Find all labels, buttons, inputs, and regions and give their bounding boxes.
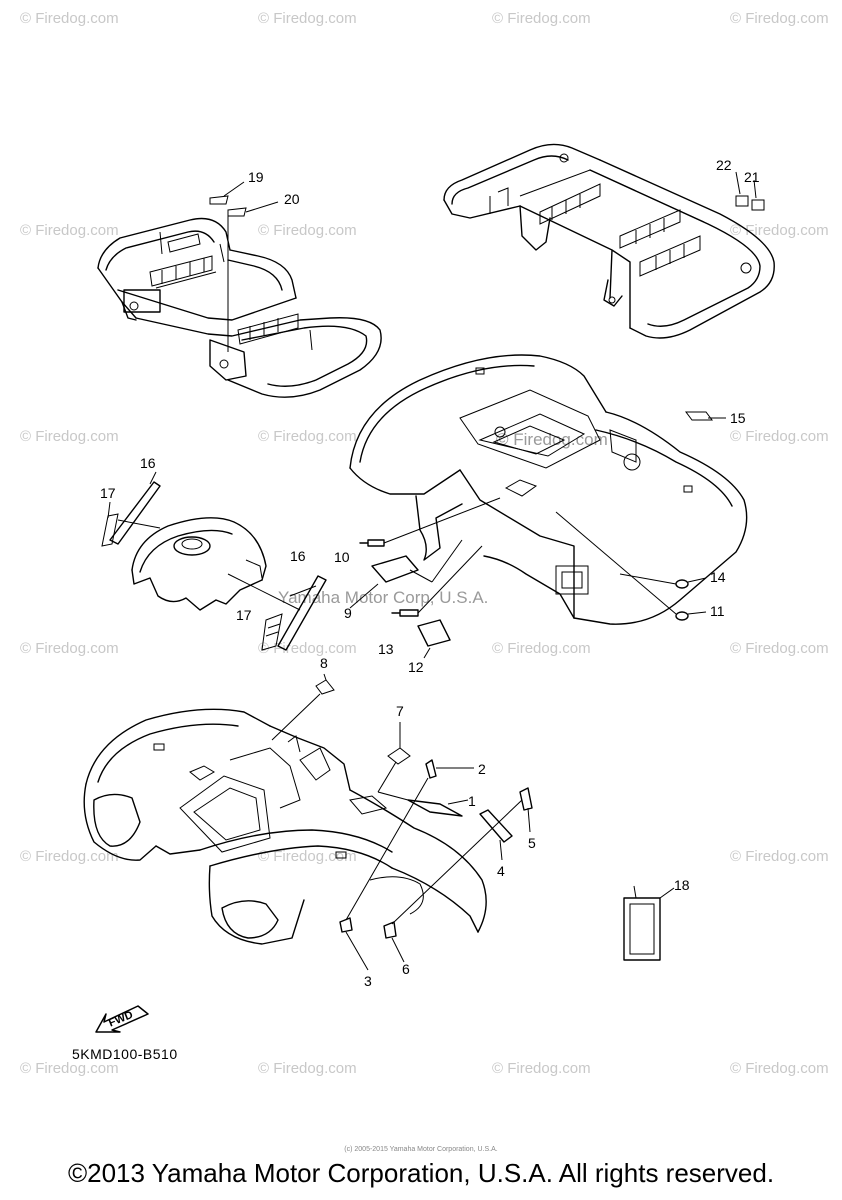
watermark: © Firedog.com: [20, 848, 119, 865]
watermark: © Firedog.com: [258, 428, 357, 445]
callout-18: 18: [674, 877, 690, 893]
callout-8: 8: [320, 655, 328, 671]
watermark: © Firedog.com: [258, 10, 357, 27]
mid-watermark: Yamaha Motor Corp, U.S.A.: [278, 588, 489, 607]
forward-arrow-icon: FWD: [92, 992, 156, 1045]
watermark: © Firedog.com: [258, 222, 357, 239]
callout-15: 15: [730, 410, 746, 426]
callout-16-upper: 16: [140, 455, 156, 471]
watermark: © Firedog.com: [730, 640, 829, 657]
watermark: © Firedog.com: [20, 1060, 119, 1077]
callout-3: 3: [364, 973, 372, 989]
rear-fender: [349, 354, 748, 625]
callout-13: 13: [378, 641, 394, 657]
diagram-code: 5KMD100-B510: [72, 1046, 178, 1062]
watermark: © Firedog.com: [258, 640, 357, 657]
tank-cover: [101, 471, 327, 651]
callout-20: 20: [284, 191, 300, 207]
watermark: © Firedog.com: [730, 428, 829, 445]
callout-21: 21: [744, 169, 760, 185]
rear-carrier-rack: [443, 143, 775, 339]
callout-11: 11: [710, 603, 725, 619]
watermark: © Firedog.com: [258, 848, 357, 865]
callout-17-upper: 17: [100, 485, 116, 501]
callout-1: 1: [468, 793, 476, 809]
callout-17-lower: 17: [236, 607, 252, 623]
watermark: © Firedog.com: [730, 222, 829, 239]
callout-14: 14: [710, 569, 726, 585]
watermark: © Firedog.com: [492, 10, 591, 27]
small-hardware: [339, 497, 707, 971]
watermark: © Firedog.com: [730, 1060, 829, 1077]
callout-10: 10: [334, 549, 350, 565]
watermark: © Firedog.com: [492, 1060, 591, 1077]
watermark: © Firedog.com: [730, 10, 829, 27]
watermark: © Firedog.com: [492, 640, 591, 657]
watermark: © Firedog.com: [20, 10, 119, 27]
center-watermark: © Firedog.com: [496, 430, 608, 449]
copyright-footer: ©2013 Yamaha Motor Corporation, U.S.A. A…: [67, 1158, 775, 1188]
watermark: © Firedog.com: [20, 640, 119, 657]
watermark: © Firedog.com: [730, 848, 829, 865]
small-copyright: (c) 2005-2015 Yamaha Motor Corporation, …: [344, 1146, 498, 1153]
callout-19: 19: [248, 169, 264, 185]
callout-9: 9: [344, 605, 352, 621]
callout-6: 6: [402, 961, 410, 977]
watermark: © Firedog.com: [20, 222, 119, 239]
callout-22: 22: [716, 157, 732, 173]
callout-16-lower: 16: [290, 548, 306, 564]
callout-7: 7: [396, 703, 404, 719]
callout-12: 12: [408, 659, 424, 675]
watermark: © Firedog.com: [20, 428, 119, 445]
callout-4: 4: [497, 863, 505, 879]
watermark: © Firedog.com: [258, 1060, 357, 1077]
front-carrier-rack: [97, 181, 382, 398]
callout-5: 5: [528, 835, 536, 851]
callout-2: 2: [478, 761, 486, 777]
front-fender: [83, 673, 487, 945]
